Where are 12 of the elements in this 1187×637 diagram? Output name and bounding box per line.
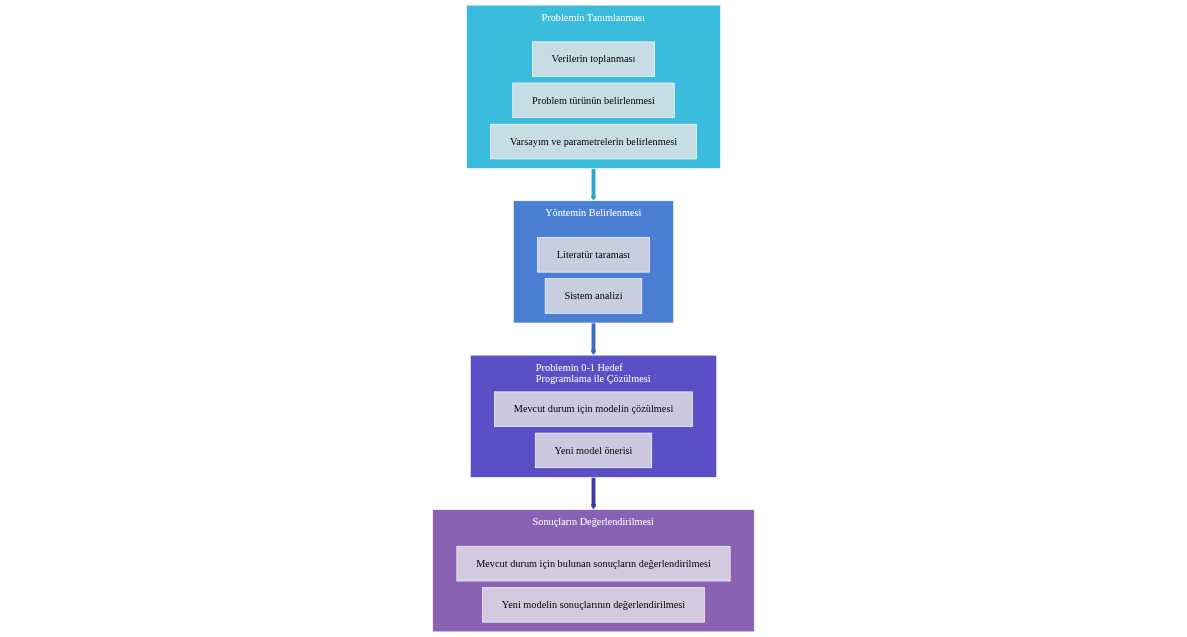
node-box: Mevcut durum için modelin çözülmesi bbox=[494, 391, 693, 427]
arrow bbox=[590, 477, 597, 510]
arrow bbox=[590, 323, 597, 356]
node-box: Problem türünün belirlenmesi bbox=[512, 82, 675, 119]
arrow bbox=[590, 168, 597, 201]
node-box: Sistem analizi bbox=[544, 278, 643, 314]
node-box: Verilerin toplanması bbox=[532, 41, 655, 77]
node-box: Literatür taraması bbox=[537, 237, 650, 273]
node-box: Mevcut durum için bulunan sonuçların değerlendirilmesi bbox=[456, 545, 731, 582]
node-box: Yeni model önerisi bbox=[534, 432, 653, 469]
node-box: Varsayım ve parametrelerin belirlenmesi bbox=[490, 123, 697, 160]
node-box: Yeni modelin sonuçlarının değerlendirilmesi bbox=[482, 587, 705, 623]
